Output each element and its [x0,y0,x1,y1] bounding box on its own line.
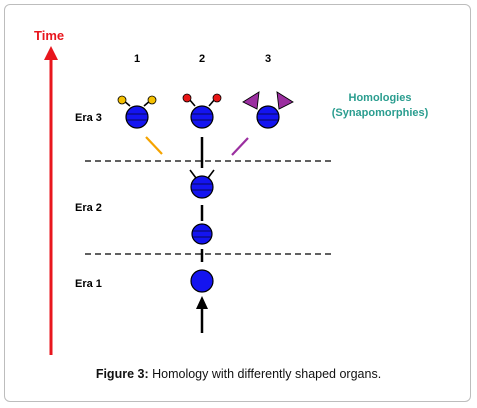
organism-era-2-striped [191,223,213,245]
organism-era-3-col-2 [182,93,222,129]
time-arrow [44,46,58,355]
column-label-2: 2 [199,53,205,65]
time-label: Time [34,28,64,43]
era-1-label: Era 1 [75,278,102,290]
figure-caption: Figure 3: Homology with differently shap… [0,367,477,381]
era-3-label: Era 3 [75,112,102,124]
organism-era-2-antennae [189,169,215,199]
organism-era-1 [190,269,214,293]
ancestor-arrow [196,296,208,333]
column-label-3: 3 [265,53,271,65]
yellow-organ-icon [147,95,157,105]
red-organ-icon [182,93,192,103]
organism-era-3-col-1 [117,95,157,129]
caption-prefix: Figure 3: [95,367,149,381]
column-label-1: 1 [134,53,140,65]
synapomorphies-label: (Synapomorphies) [332,107,429,119]
red-organ-icon [212,93,222,103]
yellow-organ-icon [117,95,127,105]
organism-era-3-col-3 [242,91,294,129]
era-2-label: Era 2 [75,202,102,214]
lineage-link-organ-3 [231,137,249,156]
lineage-link-organ-1 [145,136,163,155]
figure-frame [4,4,471,402]
caption-text: Homology with differently shaped organs. [148,367,382,381]
homologies-label: Homologies [349,92,412,104]
purple-organ-icon [242,91,260,110]
purple-organ-icon [276,91,294,110]
